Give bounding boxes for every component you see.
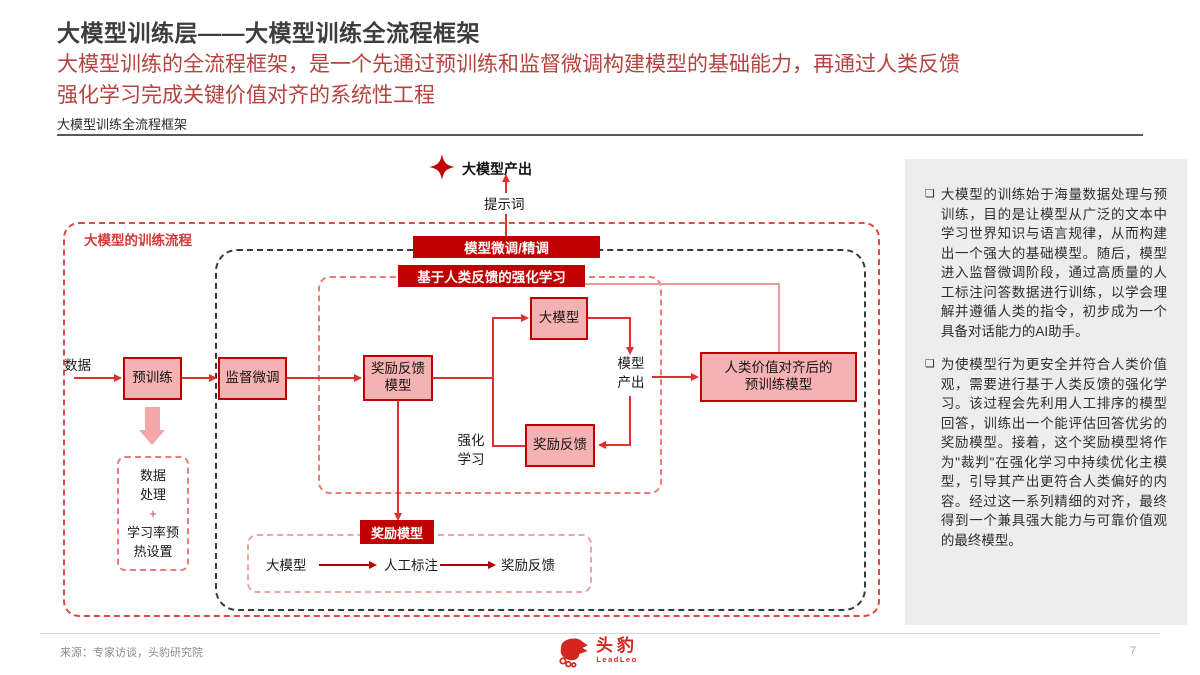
arrowhead-right bbox=[488, 561, 496, 569]
arrowhead-right bbox=[209, 374, 217, 382]
rl-line1: 强化 bbox=[457, 433, 485, 448]
arrowhead-left bbox=[598, 441, 606, 449]
preprocess-plus: + bbox=[149, 506, 157, 521]
block-arrow-shaft bbox=[145, 407, 160, 430]
preprocess-box: 数据 处理 + 学习率预 热设置 bbox=[117, 456, 189, 571]
page-subtitle: 大模型训练的全流程框架，是一个先通过预训练和监督微调构建模型的基础能力，再通过人… bbox=[57, 49, 960, 111]
connector-line bbox=[182, 377, 210, 379]
leadleo-leopard-icon bbox=[556, 636, 590, 674]
bullet-square-icon: ❑ bbox=[925, 358, 935, 370]
finetune-banner: 模型微调/精调 bbox=[413, 236, 600, 258]
aligned-model-line2: 预训练模型 bbox=[744, 377, 813, 392]
rlhf-banner: 基于人类反馈的强化学习 bbox=[398, 265, 585, 287]
arrowhead-down bbox=[626, 347, 634, 355]
training-flow-container-label: 大模型的训练流程 bbox=[80, 229, 196, 249]
connector-line bbox=[440, 564, 488, 566]
connector-line bbox=[397, 401, 399, 514]
preprocess-line3: 学习率预 bbox=[126, 525, 179, 540]
arrowhead-down bbox=[394, 513, 402, 521]
reward-feedback-model-box: 奖励反馈 模型 bbox=[363, 355, 433, 401]
arrowhead-right bbox=[369, 561, 377, 569]
logo-chinese: 头豹 bbox=[596, 636, 638, 655]
training-flow-container bbox=[63, 222, 880, 617]
preprocess-line4: 热设置 bbox=[133, 544, 173, 559]
bottom-reward-label: 奖励反馈 bbox=[501, 558, 555, 573]
connector-line bbox=[287, 377, 355, 379]
connector-line bbox=[605, 444, 631, 446]
leadleo-logo: 头豹 LeadLeo bbox=[556, 636, 638, 674]
leadleo-logo-text: 头豹 LeadLeo bbox=[596, 636, 638, 664]
page-title: 大模型训练层——大模型训练全流程框架 bbox=[57, 20, 480, 46]
llm-box: 大模型 bbox=[530, 297, 588, 340]
sidebar-panel: ❑ 大模型的训练始于海量数据处理与预训练，目的是让模型从广泛的文本中学习世界知识… bbox=[905, 159, 1187, 625]
connector-line bbox=[629, 396, 631, 446]
connector-line bbox=[585, 283, 780, 285]
logo-english: LeadLeo bbox=[596, 655, 638, 664]
reward-feedback-model-line2: 模型 bbox=[384, 378, 412, 393]
model-output-line2: 产出 bbox=[617, 375, 645, 390]
arrowhead-up bbox=[502, 174, 510, 182]
subtitle-line-1: 大模型训练的全流程框架，是一个先通过预训练和监督微调构建模型的基础能力，再通过人… bbox=[57, 53, 960, 76]
connector-line bbox=[588, 317, 631, 319]
sft-box: 监督微调 bbox=[218, 357, 287, 400]
header-divider bbox=[57, 134, 1143, 136]
connector-line bbox=[652, 376, 693, 378]
aligned-model-box: 人类价值对齐后的 预训练模型 bbox=[700, 352, 857, 402]
footer-divider bbox=[40, 633, 1160, 634]
sidebar-bullet-1-text: 大模型的训练始于海量数据处理与预训练，目的是让模型从广泛的文本中学习世界知识与语… bbox=[940, 187, 1167, 339]
arrowhead-right bbox=[691, 373, 699, 381]
aligned-model-line1: 人类价值对齐后的 bbox=[724, 360, 833, 376]
bottom-llm-label: 大模型 bbox=[266, 558, 307, 573]
connector-line bbox=[492, 317, 494, 447]
block-arrow-head bbox=[139, 430, 165, 445]
sidebar-bullet-2-text: 为使模型行为更安全并符合人类价值观，需要进行基于人类反馈的强化学习。该过程会先利… bbox=[940, 357, 1167, 548]
page-number: 7 bbox=[1130, 645, 1137, 657]
connector-line bbox=[433, 377, 494, 379]
connector-line bbox=[629, 317, 631, 348]
connector-line bbox=[494, 445, 525, 447]
arrowhead-right bbox=[114, 374, 122, 382]
connector-line bbox=[319, 564, 369, 566]
arrowhead-right bbox=[354, 374, 362, 382]
connector-line bbox=[778, 283, 780, 352]
sidebar-bullet-1: ❑ 大模型的训练始于海量数据处理与预训练，目的是让模型从广泛的文本中学习世界知识… bbox=[925, 185, 1167, 341]
connector-line bbox=[505, 182, 507, 193]
preprocess-line1: 数据 bbox=[139, 468, 166, 483]
preprocess-line2: 处理 bbox=[139, 487, 166, 502]
bullet-square-icon: ❑ bbox=[925, 188, 935, 200]
arrowhead-right bbox=[521, 314, 529, 322]
model-output-top-label: 大模型产出 bbox=[462, 161, 532, 177]
connector-line bbox=[494, 317, 522, 319]
reward-model-banner: 奖励模型 bbox=[360, 520, 434, 544]
section-label: 大模型训练全流程框架 bbox=[57, 117, 188, 132]
model-output-line1: 模型 bbox=[617, 356, 645, 371]
reinforcement-learning-label: 强化 学习 bbox=[452, 431, 490, 469]
reward-feedback-model-line1: 奖励反馈 bbox=[371, 361, 425, 377]
data-label: 数据 bbox=[64, 358, 91, 373]
model-output-mid-label: 模型 产出 bbox=[610, 354, 652, 392]
source-note: 来源：专家访谈，头豹研究院 bbox=[60, 647, 203, 659]
reward-feedback-box: 奖励反馈 bbox=[525, 424, 595, 467]
connector-line bbox=[74, 377, 115, 379]
prompt-label: 提示词 bbox=[484, 197, 525, 212]
rl-line2: 学习 bbox=[457, 452, 485, 467]
sidebar-bullet-2: ❑ 为使模型行为更安全并符合人类价值观，需要进行基于人类反馈的强化学习。该过程会… bbox=[925, 355, 1167, 550]
pretrain-box: 预训练 bbox=[123, 357, 182, 400]
subtitle-line-2: 强化学习完成关键价值对齐的系统性工程 bbox=[57, 84, 435, 107]
connector-line bbox=[505, 214, 507, 237]
bottom-annotate-label: 人工标注 bbox=[384, 558, 438, 573]
sparkle-star-icon bbox=[427, 153, 457, 188]
